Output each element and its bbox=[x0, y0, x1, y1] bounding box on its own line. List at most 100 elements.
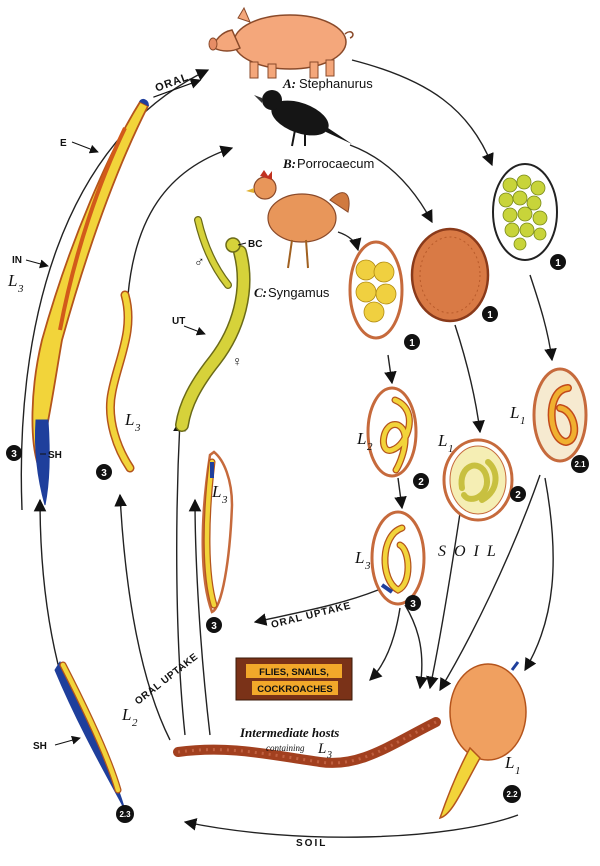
l2-stage-l: L bbox=[121, 705, 131, 724]
host-c-name: Syngamus bbox=[268, 285, 330, 300]
svg-text:1: 1 bbox=[409, 338, 415, 349]
svg-text:2: 2 bbox=[515, 490, 521, 501]
pointer-ut bbox=[183, 325, 206, 336]
pointer-in bbox=[25, 259, 49, 269]
porrocaecum-stage-sub: 3 bbox=[134, 422, 141, 434]
arrow-hosts-to-syngamus bbox=[173, 418, 186, 736]
flies-line1: FLIES, SNAILS, bbox=[259, 667, 329, 678]
oral-label-group: ORAL bbox=[153, 71, 202, 98]
anatomy-female: ♀ bbox=[232, 353, 243, 369]
anatomy-in: IN bbox=[12, 255, 22, 266]
svg-text:3: 3 bbox=[11, 449, 17, 460]
cycle-arrows bbox=[20, 59, 557, 838]
anatomy-ut: UT bbox=[172, 316, 185, 327]
pointer-sh-bottom bbox=[54, 735, 81, 746]
pointer-bc bbox=[237, 242, 247, 246]
oral-uptake-left-label: ORAL UPTAKE bbox=[133, 651, 200, 707]
syngamus-egg bbox=[348, 240, 404, 340]
host-b-name: Porrocaecum bbox=[297, 156, 374, 171]
l2-stage-sub: 2 bbox=[132, 717, 138, 729]
anatomy-male: ♂ bbox=[194, 253, 205, 269]
syngamus-l3-stage-sub: 3 bbox=[221, 494, 228, 506]
crow-host bbox=[254, 90, 352, 147]
badge-hatched-l1 bbox=[503, 785, 521, 803]
badge-syngamus-egg bbox=[404, 334, 420, 350]
arrow-egg1-to-l1 bbox=[529, 274, 557, 362]
anatomy-sh-top: SH bbox=[48, 450, 62, 461]
svg-text:3: 3 bbox=[410, 599, 416, 610]
badge-stephanurus-egg bbox=[550, 254, 566, 270]
arrow-porro-egg-to-l1 bbox=[454, 324, 485, 434]
earthworm-segments bbox=[177, 720, 437, 765]
porrocaecum-l1-stage-l: L bbox=[437, 431, 447, 450]
badge-syngamus-l3egg bbox=[405, 595, 421, 611]
arrow-l3-to-bird bbox=[127, 145, 234, 296]
host-a-letter: A: bbox=[282, 76, 296, 91]
syngamus-l3egg-stage-sub: 3 bbox=[364, 560, 371, 572]
badge-syngamus-l3 bbox=[206, 617, 222, 633]
stephanurus-l1-egg bbox=[532, 367, 588, 463]
arrow-l3egg-to-earthworm bbox=[404, 604, 428, 690]
arrow-soil-egg-to-earthworm bbox=[426, 499, 463, 690]
syngamus-adult-pair bbox=[175, 216, 251, 432]
porrocaecum-egg bbox=[410, 227, 490, 323]
arrow-soil-bottom bbox=[183, 814, 519, 838]
anatomy-e: E bbox=[60, 138, 67, 149]
flies-snails-cockroaches-box bbox=[235, 657, 353, 701]
porrocaecum-l3-fill bbox=[107, 292, 133, 471]
host-b-letter: B: bbox=[282, 156, 296, 171]
sheathed-l2-larva bbox=[54, 660, 126, 811]
stephanurus-egg bbox=[492, 163, 558, 261]
soil-mid-label: S O I L bbox=[438, 543, 498, 560]
arrow-bird-to-egg bbox=[349, 144, 433, 224]
porrocaecum-stage-l: L bbox=[124, 410, 134, 429]
svg-text:1: 1 bbox=[555, 258, 561, 269]
syngamus-l2-egg bbox=[366, 386, 418, 478]
arrow-l3egg-to-flies bbox=[369, 607, 401, 681]
anatomy-bc: BC bbox=[248, 239, 262, 250]
svg-text:2: 2 bbox=[418, 477, 424, 488]
syngamus-l3-sheathed bbox=[201, 450, 234, 614]
host-a-name: Stephanurus bbox=[299, 76, 373, 91]
stephanurus-stage-l: L bbox=[7, 271, 17, 290]
arrow-syn-l2-to-l3 bbox=[394, 477, 407, 510]
syngamus-l3egg-stage-l: L bbox=[354, 548, 364, 567]
flies-line2: COCKROACHES bbox=[257, 684, 332, 695]
arrow-left-l3-to-pig bbox=[20, 69, 210, 511]
badge-porrocaecum-l3 bbox=[96, 464, 112, 480]
pointer-e bbox=[71, 141, 99, 154]
badge-porrocaecum-egg bbox=[482, 306, 498, 322]
intermediate-containing-label: containing bbox=[266, 743, 305, 753]
host-c-letter: C: bbox=[254, 285, 267, 300]
syngamus-l2-stage-l: L bbox=[356, 429, 366, 448]
intermediate-l3-sub: 3 bbox=[326, 750, 332, 761]
badge-sheathed-l2 bbox=[116, 805, 134, 823]
syngamus-l3-egg bbox=[370, 510, 426, 606]
syngamus-l2-stage-sub: 2 bbox=[367, 441, 373, 453]
hatched-l1-larva bbox=[438, 661, 527, 820]
soil-bottom-label: SOIL bbox=[296, 838, 327, 849]
pig-host bbox=[208, 6, 354, 79]
stephanurus-l1-stage-l: L bbox=[509, 403, 519, 422]
badge-stephanurus-l1 bbox=[571, 455, 589, 473]
stephanurus-stage-sub: 3 bbox=[17, 283, 24, 295]
arrow-l23-to-left-l3 bbox=[33, 498, 66, 691]
hatched-l1-stage-l: L bbox=[504, 753, 514, 772]
arrow-syn-egg1-to-l2 bbox=[384, 354, 397, 385]
arrow-l3egg-to-syngamus bbox=[188, 498, 211, 736]
badges: 1 1 1 2 2 2.1 3 3 3 3 2.2 2.3 bbox=[6, 254, 589, 823]
arrow-hosts-to-l3-worm bbox=[114, 493, 171, 741]
chicken-host bbox=[246, 170, 350, 269]
arrow-chicken-to-egg bbox=[337, 231, 362, 252]
anatomy-sh-bottom: SH bbox=[33, 741, 47, 752]
hatched-l1-stage-sub: 1 bbox=[515, 765, 521, 777]
arrow-l1-to-earthworm bbox=[439, 474, 541, 692]
svg-text:1: 1 bbox=[487, 310, 493, 321]
arrow-l1-to-l22 bbox=[524, 477, 554, 672]
stephanurus-l3-larva bbox=[31, 98, 150, 506]
intermediate-hosts-label: Intermediate hosts bbox=[239, 725, 339, 740]
porrocaecum-l1-egg bbox=[442, 438, 514, 522]
badge-syngamus-l2 bbox=[413, 473, 429, 489]
